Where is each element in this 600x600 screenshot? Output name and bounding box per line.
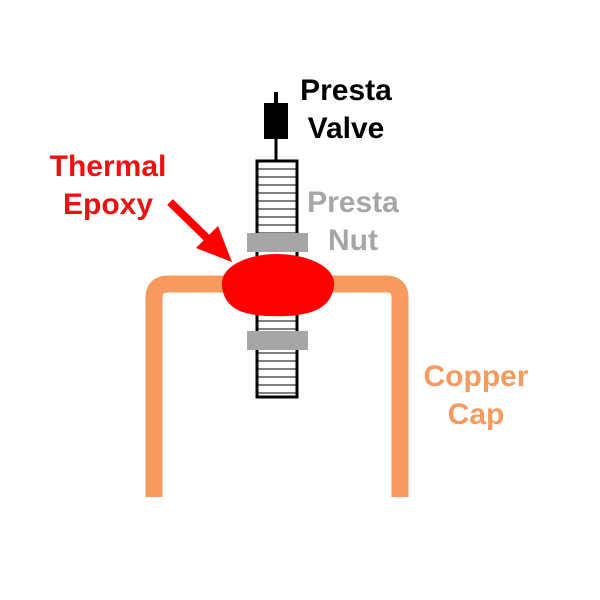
presta-nut-lower — [247, 331, 308, 350]
copper-cap-label-line1: Copper — [423, 360, 529, 393]
thermal-epoxy-blob — [222, 254, 334, 317]
presta-nut-label-line1: Presta — [307, 186, 399, 219]
thermal-epoxy-label-line2: Epoxy — [62, 188, 154, 221]
presta-valve-label: Presta Valve — [290, 72, 402, 148]
epoxy-pointer-arrow — [167, 199, 232, 262]
copper-cap-label: Copper Cap — [410, 358, 542, 434]
thermal-epoxy-label: Thermal Epoxy — [38, 148, 178, 224]
copper-cap-label-line2: Cap — [447, 398, 505, 431]
presta-valve-label-line2: Valve — [307, 112, 385, 145]
valve-black-cap — [264, 103, 288, 139]
presta-nut-label-line2: Nut — [328, 224, 378, 257]
presta-nut-label: Presta Nut — [298, 184, 408, 260]
presta-valve-label-line1: Presta — [300, 74, 392, 107]
thermal-epoxy-label-line1: Thermal — [49, 150, 167, 183]
presta-nut-upper — [247, 233, 308, 252]
